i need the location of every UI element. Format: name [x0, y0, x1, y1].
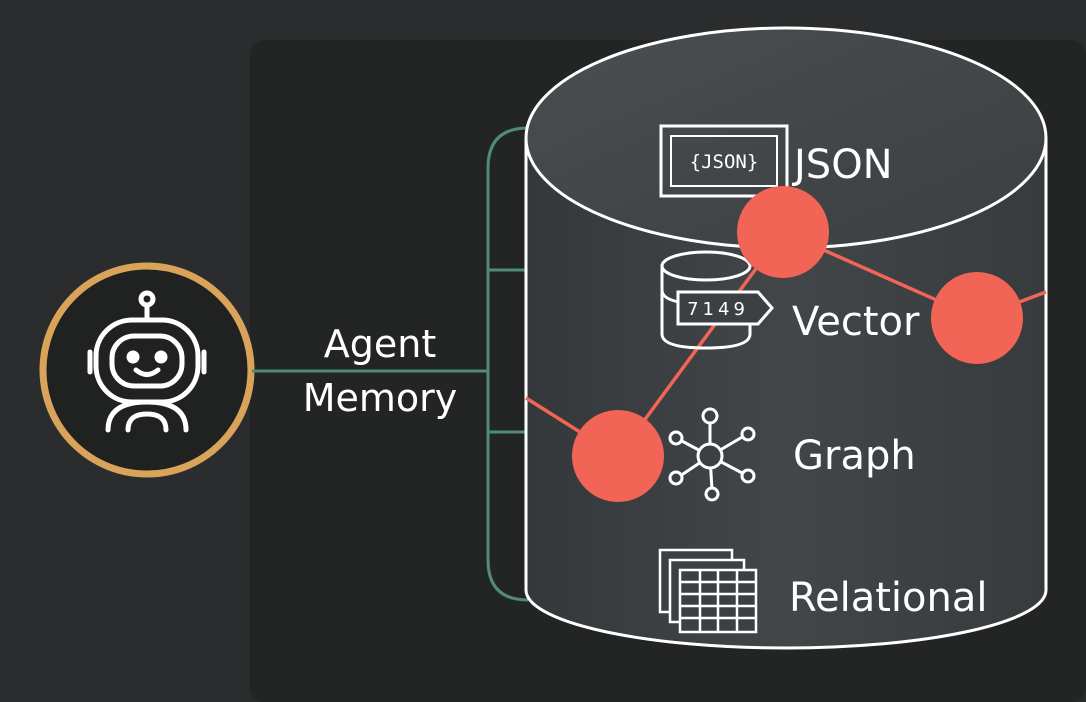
relational-tables-icon — [658, 548, 758, 634]
layer-label-vector: Vector — [792, 299, 920, 345]
layer-label-json: JSON — [791, 142, 893, 188]
agent-memory-label-line1: Agent — [324, 322, 436, 366]
json-icon-text: {JSON} — [690, 151, 759, 173]
memory-connectors — [252, 126, 529, 602]
memory-nodes — [572, 186, 1023, 502]
layer-label-relational: Relational — [789, 575, 987, 621]
node-vector — [931, 272, 1023, 364]
agent-badge — [39, 262, 255, 478]
node-graph — [572, 410, 664, 502]
json-document-icon: {JSON} — [659, 124, 789, 198]
vector-icon-text: 7149 — [687, 299, 749, 320]
node-json — [737, 186, 829, 278]
robot-icon — [87, 290, 207, 433]
layer-label-graph: Graph — [793, 433, 916, 479]
graph-network-icon — [668, 407, 756, 502]
agent-memory-label-line2: Memory — [303, 376, 458, 420]
vector-database-icon: 7149 — [660, 250, 774, 350]
